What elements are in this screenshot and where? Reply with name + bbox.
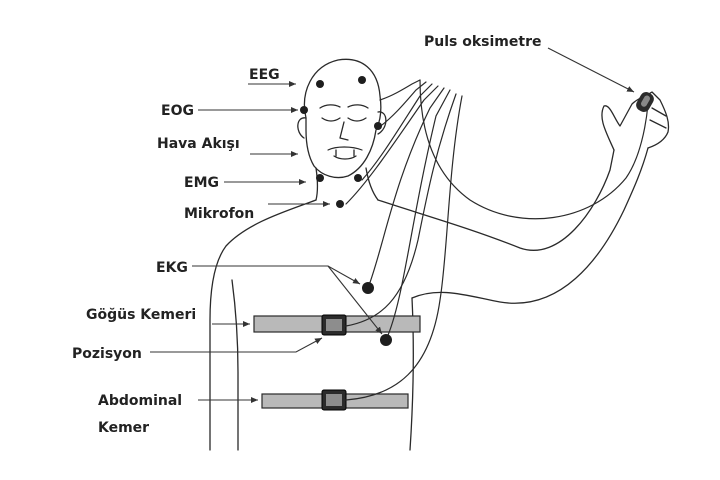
hand-fingers <box>649 107 667 129</box>
label-ekg: EKG <box>156 260 188 276</box>
abdominal-belt-sensor-inner <box>326 394 342 406</box>
airflow-cannula <box>327 146 363 151</box>
eeg-sensor-top-left <box>316 80 324 88</box>
chest-belt-sensor-inner <box>326 319 342 331</box>
left-ear <box>297 117 307 139</box>
sensor-cable-bundle <box>345 79 649 401</box>
label-pulse-oximeter: Puls oksimetre <box>424 34 541 50</box>
label-airflow: Hava Akışı <box>157 136 240 152</box>
cannula-tip <box>335 149 355 157</box>
right-brow <box>347 104 369 109</box>
torso-right <box>409 297 414 451</box>
neck-left <box>315 167 319 201</box>
right-ear <box>377 111 387 135</box>
label-emg: EMG <box>184 175 219 191</box>
microphone-sensor <box>336 200 344 208</box>
arm-upper <box>377 149 615 251</box>
ekg-sensor-upper <box>362 282 374 294</box>
left-shoulder <box>209 199 317 451</box>
emg-sensor-left <box>316 174 324 182</box>
ekg-sensor-lower <box>380 334 392 346</box>
pulse-oximeter-clip-light <box>641 95 650 107</box>
hand <box>601 91 670 151</box>
neck-right <box>365 167 379 201</box>
label-abdominal-line2: Kemer <box>98 420 149 436</box>
head-outline <box>303 58 382 179</box>
left-brow <box>319 104 341 109</box>
right-eye <box>347 117 367 122</box>
eog-sensor-left <box>300 106 308 114</box>
label-arrows <box>150 47 635 403</box>
mouth <box>333 155 357 160</box>
oximeter-cable <box>419 79 649 220</box>
eeg-sensor-top-right <box>358 76 366 84</box>
arm-lower <box>411 147 649 304</box>
emg-sensor-right <box>354 174 362 182</box>
left-inner-arm <box>231 279 239 451</box>
nose <box>339 121 349 141</box>
label-abdominal-line1: Abdominal <box>98 393 182 409</box>
eog-sensor-right <box>374 122 382 130</box>
label-eog: EOG <box>161 103 194 119</box>
left-eye <box>321 117 341 122</box>
label-microphone: Mikrofon <box>184 206 254 222</box>
label-position: Pozisyon <box>72 346 142 362</box>
label-eeg: EEG <box>249 67 280 83</box>
body-outline <box>209 58 670 451</box>
label-chest-belt: Göğüs Kemeri <box>86 307 196 323</box>
